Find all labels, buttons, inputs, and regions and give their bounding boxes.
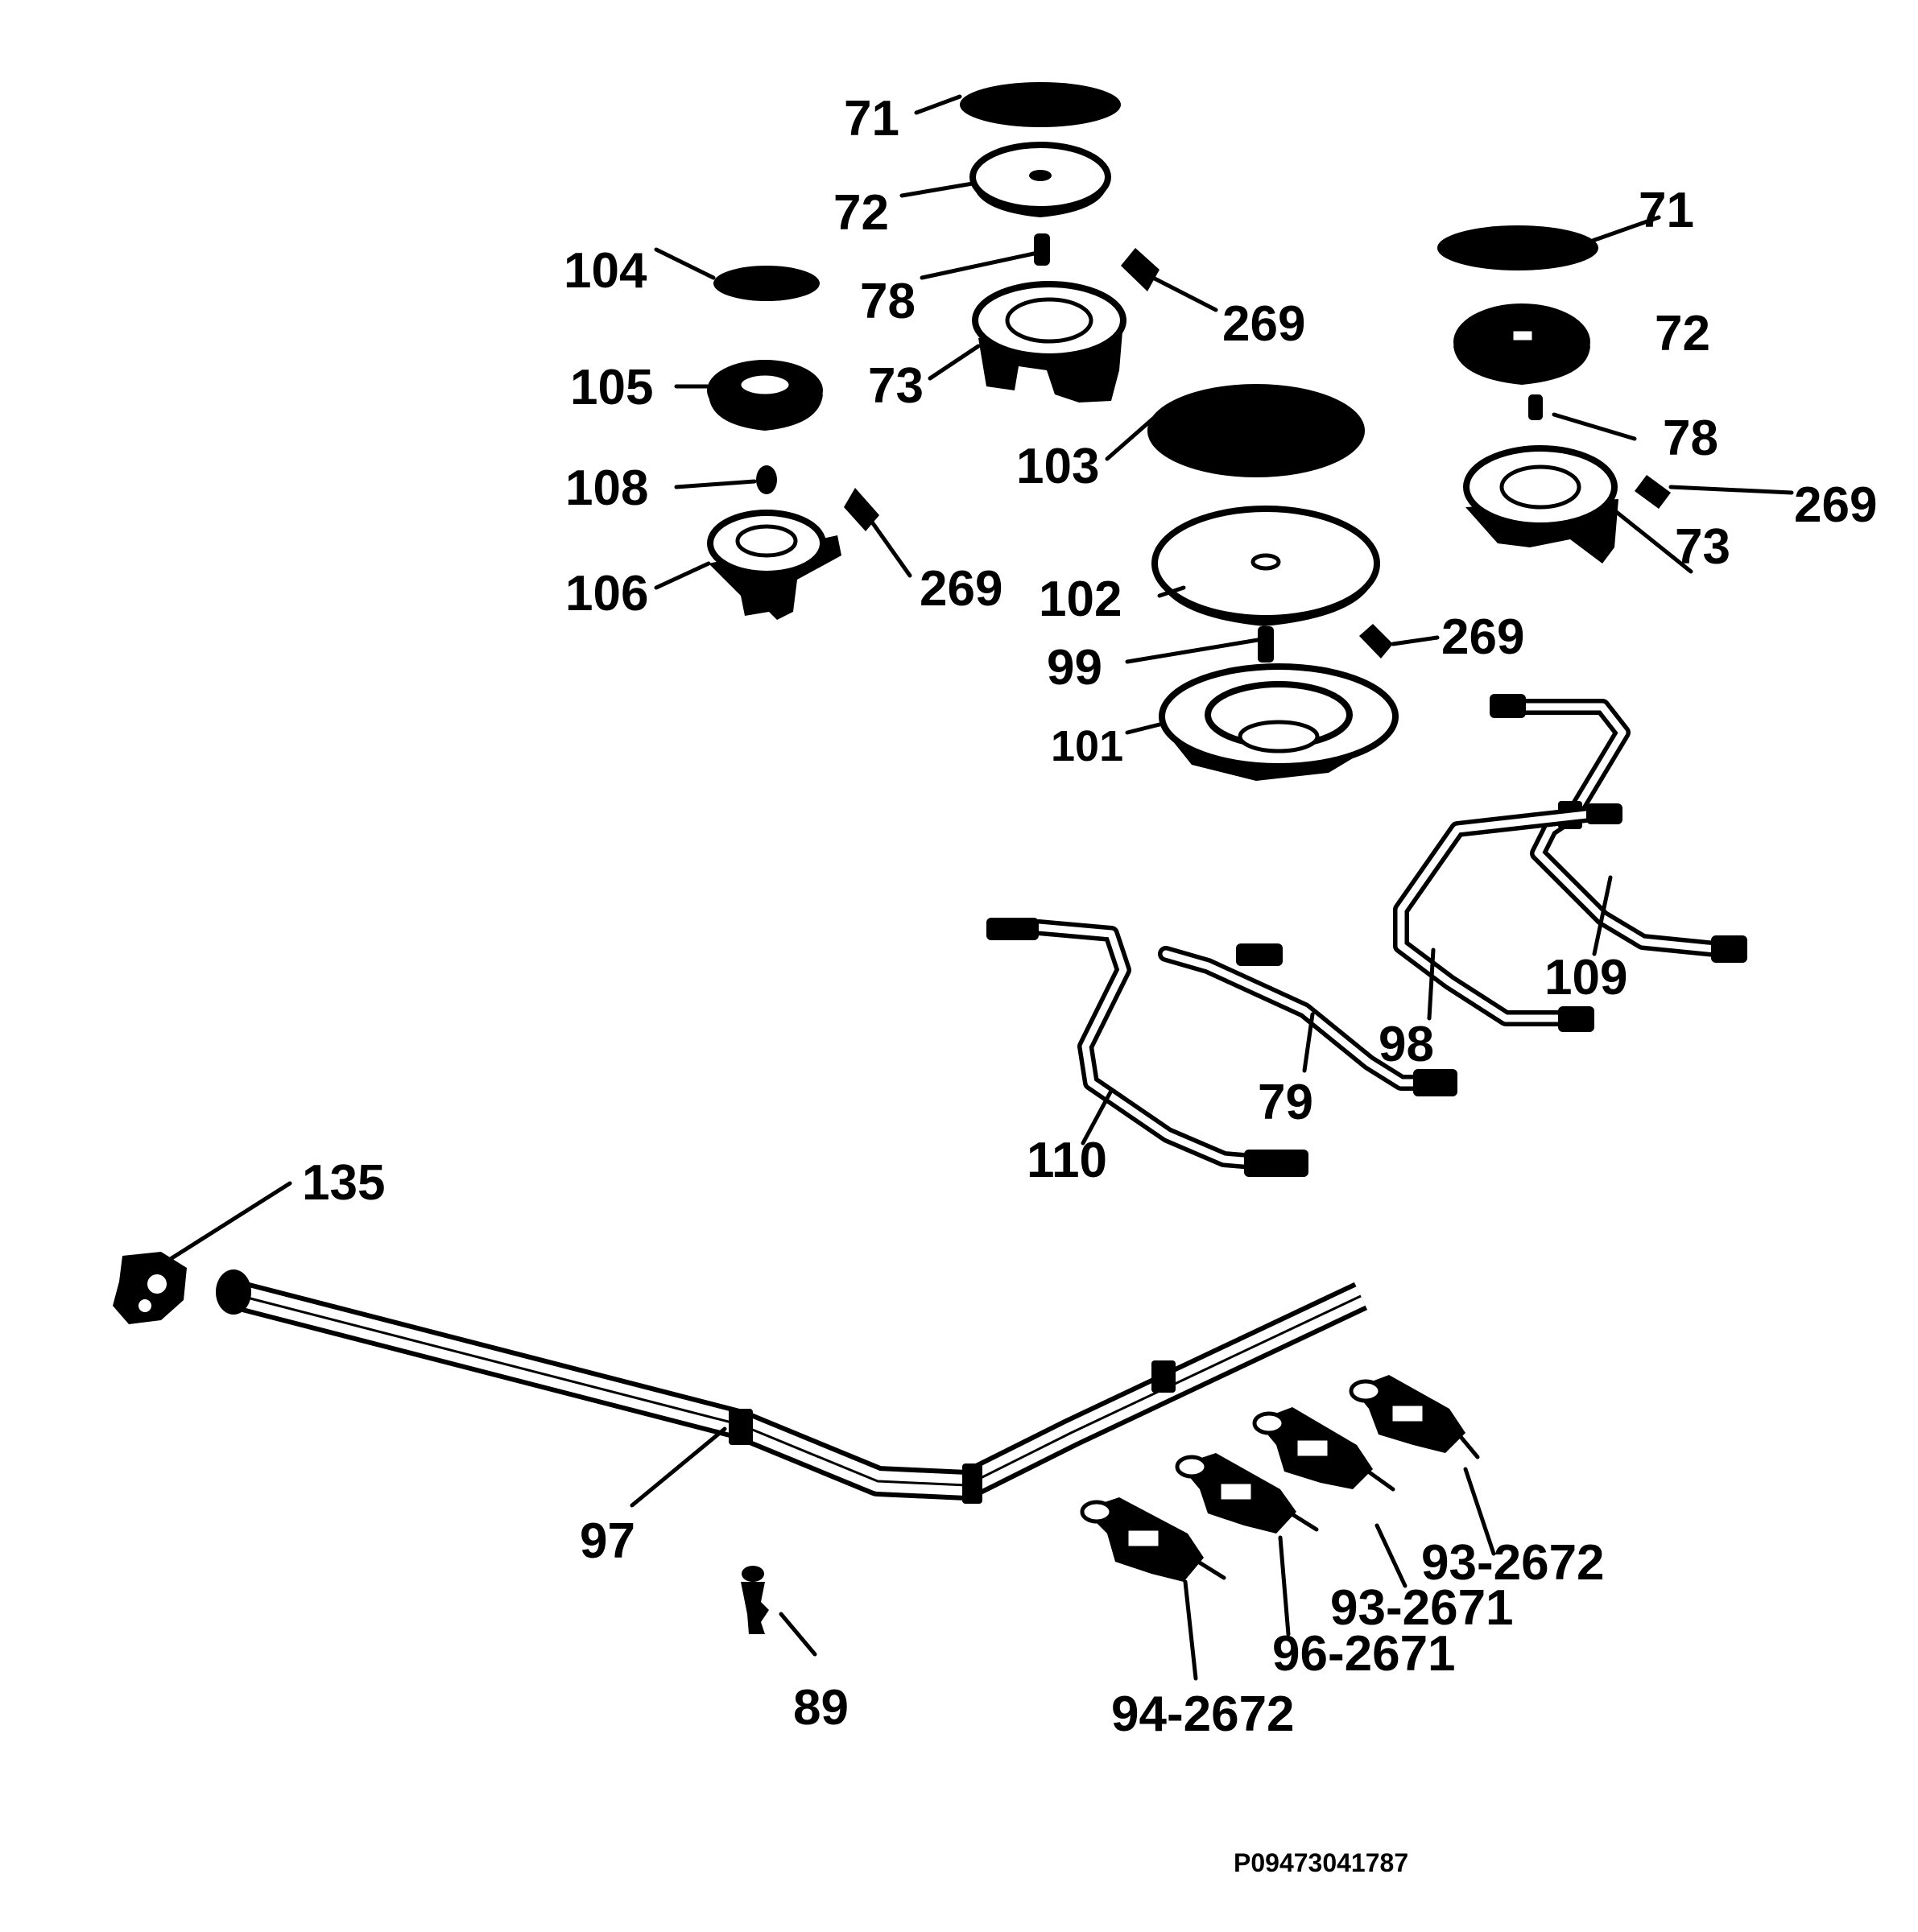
label-94-2672: 94-2672	[1111, 1686, 1295, 1742]
label-109: 109	[1544, 950, 1627, 1005]
label-73-b: 73	[1675, 519, 1730, 575]
part-106-burner-body	[707, 510, 841, 620]
label-104: 104	[564, 243, 647, 299]
label-78-a: 78	[860, 274, 916, 329]
label-269-d: 269	[1794, 477, 1877, 533]
part-73-burner-body-a	[972, 281, 1126, 402]
label-79: 79	[1258, 1075, 1313, 1130]
part-269-thermocouple-d	[1635, 475, 1671, 509]
label-102: 102	[1039, 572, 1122, 627]
label-105: 105	[570, 360, 653, 415]
part-72-spreader-a	[969, 142, 1111, 217]
label-89: 89	[793, 1680, 849, 1736]
label-101: 101	[1051, 722, 1123, 770]
label-108: 108	[565, 460, 648, 516]
label-269-a: 269	[1222, 296, 1305, 352]
label-93-2672: 93-2672	[1421, 1535, 1605, 1591]
label-71-b: 71	[1639, 183, 1694, 238]
part-269-thermocouple-c	[1359, 624, 1393, 658]
part-135-connector	[113, 1252, 187, 1324]
part-108-injector	[756, 465, 777, 494]
label-110: 110	[1027, 1133, 1107, 1188]
part-94-2672-gas-tap	[1080, 1497, 1226, 1582]
label-96-2671: 96-2671	[1272, 1626, 1456, 1682]
part-96-2671-gas-tap	[1175, 1453, 1319, 1534]
leader-lines	[167, 94, 1794, 1681]
label-103: 103	[1016, 439, 1099, 494]
part-93-2672-gas-tap	[1349, 1375, 1480, 1459]
label-106: 106	[565, 566, 648, 621]
part-105-spreader	[707, 360, 823, 431]
label-71-a: 71	[844, 91, 899, 147]
label-269-c: 269	[1441, 609, 1524, 665]
label-269-b: 269	[920, 561, 1002, 617]
label-72-b: 72	[1655, 306, 1710, 361]
part-110-gas-tube	[986, 918, 1308, 1177]
part-101-burner-body	[1159, 663, 1399, 781]
part-109-gas-tube	[1490, 694, 1747, 963]
part-79-gas-tube	[1158, 943, 1457, 1096]
part-98-gas-tube	[1393, 803, 1622, 1032]
part-71-cap-b	[1437, 225, 1598, 270]
label-73-a: 73	[868, 358, 924, 414]
part-78-injector-b	[1528, 394, 1543, 420]
part-97-main-gas-pipe	[216, 1269, 1368, 1504]
part-103-cap	[1147, 384, 1365, 477]
label-97: 97	[580, 1513, 635, 1569]
label-93-2671: 93-2671	[1330, 1580, 1514, 1636]
part-269-thermocouple-b	[844, 488, 879, 531]
part-93-2671-gas-tap	[1252, 1407, 1395, 1492]
part-73-burner-body-b	[1463, 445, 1618, 564]
part-102-spreader	[1151, 506, 1380, 626]
part-104-cap	[713, 266, 820, 301]
label-135: 135	[302, 1155, 385, 1211]
label-78-b: 78	[1663, 411, 1718, 466]
label-99: 99	[1047, 640, 1102, 696]
part-78-injector-a	[1034, 233, 1050, 266]
part-labels: 71 72 104 78 269 73 105 103 108 106 269 …	[302, 91, 1877, 1877]
label-98: 98	[1379, 1017, 1434, 1072]
part-89-screw	[741, 1566, 769, 1634]
part-71-cap-a	[960, 82, 1121, 127]
part-72-spreader-b	[1453, 303, 1590, 385]
drawing-code: P09473041787	[1234, 1848, 1408, 1877]
label-72-a: 72	[833, 185, 889, 241]
part-269-thermocouple-a	[1121, 248, 1159, 291]
part-99-injector	[1258, 626, 1274, 663]
